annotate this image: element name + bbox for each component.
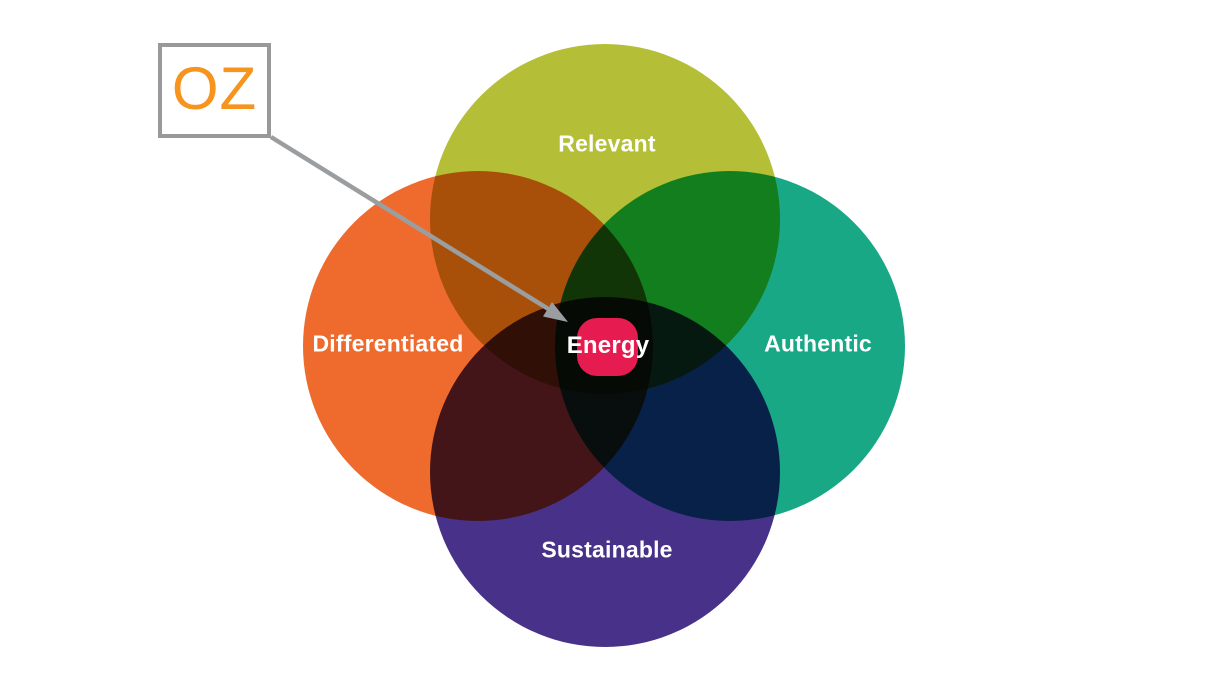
label-energy: Energy [566, 332, 650, 359]
label-sustainable: Sustainable [541, 536, 673, 563]
label-differentiated: Differentiated [312, 330, 464, 357]
center-energy-blob [577, 318, 638, 376]
label-authentic: Authentic [764, 330, 872, 357]
label-relevant: Relevant [558, 130, 656, 157]
oz-logo-text: OZ [171, 54, 258, 122]
oz-logo-box: OZ [158, 43, 271, 138]
